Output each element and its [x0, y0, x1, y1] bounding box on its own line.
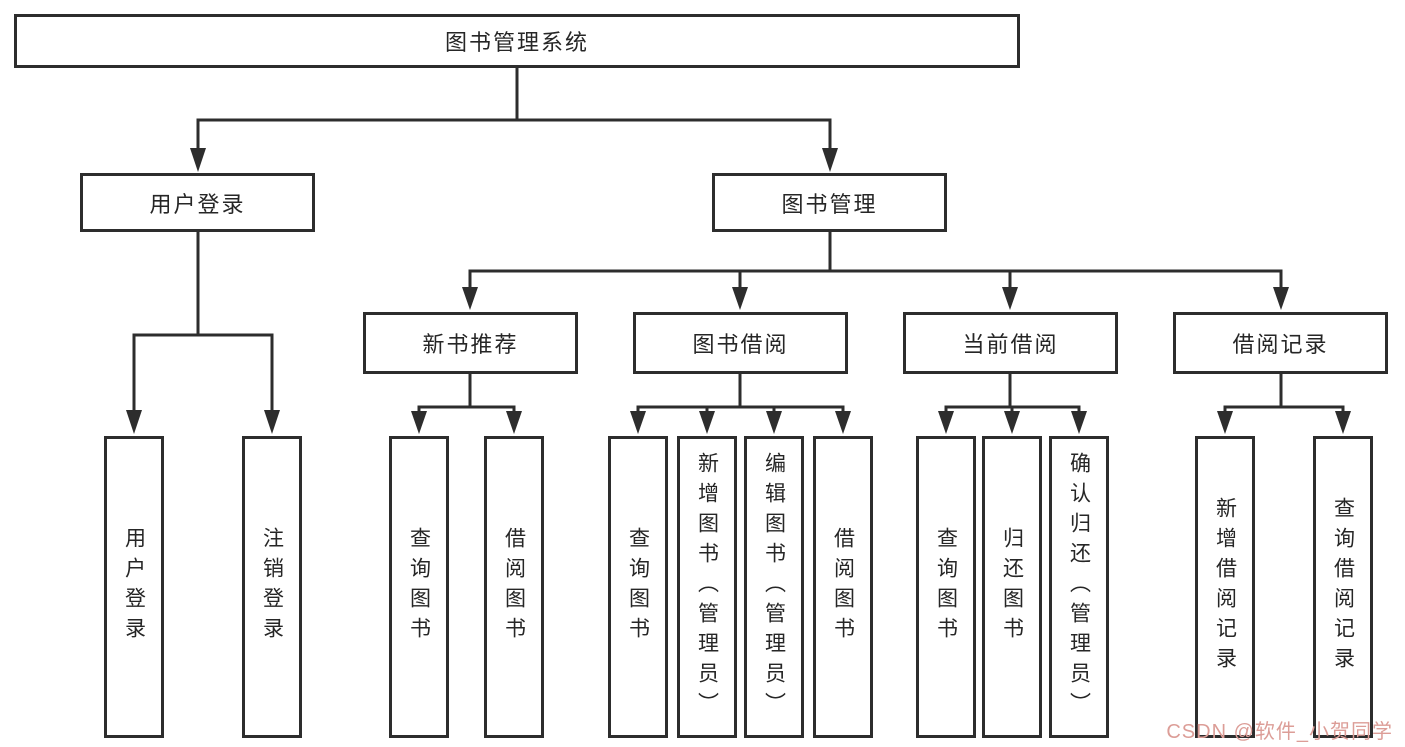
node-leaf-logout: 注销登录 [242, 436, 302, 738]
node-borrow-records-label: 借阅记录 [1232, 332, 1329, 357]
node-leaf-recommend-query-books: 查询图书 [389, 436, 449, 738]
node-leaf-logout-label: 注销登录 [260, 527, 284, 647]
node-leaf-add-borrow-record: 新增借阅记录 [1195, 436, 1255, 738]
node-leaf-borrow-query-books-label: 查询图书 [626, 527, 650, 647]
arrowhead-icon [462, 287, 478, 310]
node-leaf-query-borrow-record: 查询借阅记录 [1313, 436, 1373, 738]
node-leaf-return-books-label: 归还图书 [1000, 527, 1024, 647]
node-book-borrow: 图书借阅 [633, 312, 848, 374]
arrowhead-icon [1273, 287, 1289, 310]
node-leaf-user-login-label: 用户登录 [122, 527, 146, 647]
node-current-borrow: 当前借阅 [903, 312, 1118, 374]
node-leaf-recommend-query-books-label: 查询图书 [407, 527, 431, 647]
node-leaf-add-books-admin-label: 新增图书（管理员） [695, 452, 719, 722]
node-leaf-add-books-admin: 新增图书（管理员） [677, 436, 737, 738]
node-new-book-recommend: 新书推荐 [363, 312, 578, 374]
node-book-management-label: 图书管理 [781, 191, 878, 217]
arrowhead-icon [630, 411, 646, 434]
edge-book-management-to-level3 [468, 230, 1283, 291]
node-leaf-edit-books-admin: 编辑图书（管理员） [744, 436, 804, 738]
arrowhead-icon [699, 411, 715, 434]
arrowhead-icon [822, 148, 838, 172]
arrowhead-icon [1071, 411, 1087, 434]
edge-book-borrow-to-leaves [636, 372, 845, 415]
node-current-borrow-label: 当前借阅 [962, 332, 1059, 357]
arrowhead-icon [766, 411, 782, 434]
edge-new-book-recommend-to-leaves [417, 372, 516, 415]
node-leaf-recommend-borrow-books: 借阅图书 [484, 436, 544, 738]
edge-root-to-level2 [196, 66, 832, 152]
node-new-book-recommend-label: 新书推荐 [422, 332, 519, 357]
edge-current-borrow-to-leaves [944, 372, 1081, 415]
arrowhead-icon [1335, 411, 1351, 434]
node-book-borrow-label: 图书借阅 [692, 332, 789, 357]
watermark-text: CSDN @软件_小贺同学 [1166, 721, 1393, 743]
arrowhead-icon [126, 410, 142, 434]
arrowheads-group [126, 148, 1351, 434]
arrowhead-icon [190, 148, 206, 172]
node-leaf-return-books: 归还图书 [982, 436, 1042, 738]
arrowhead-icon [835, 411, 851, 434]
arrowhead-icon [1004, 411, 1020, 434]
edge-borrow-records-to-leaves [1223, 372, 1345, 415]
node-root-label: 图书管理系统 [444, 30, 589, 55]
node-leaf-borrow-borrow-books-label: 借阅图书 [831, 527, 855, 647]
edge-user-login-to-leaves [132, 230, 274, 414]
node-leaf-confirm-return-admin-label: 确认归还（管理员） [1067, 452, 1091, 722]
node-leaf-query-borrow-record-label: 查询借阅记录 [1331, 497, 1355, 677]
arrowhead-icon [732, 287, 748, 310]
node-leaf-borrow-borrow-books: 借阅图书 [813, 436, 873, 738]
node-leaf-borrow-query-books: 查询图书 [608, 436, 668, 738]
arrowhead-icon [506, 411, 522, 434]
node-user-login-label: 用户登录 [149, 191, 246, 217]
node-leaf-edit-books-admin-label: 编辑图书（管理员） [762, 452, 786, 722]
node-leaf-confirm-return-admin: 确认归还（管理员） [1049, 436, 1109, 738]
node-leaf-current-query-books: 查询图书 [916, 436, 976, 738]
arrowhead-icon [264, 410, 280, 434]
node-leaf-recommend-borrow-books-label: 借阅图书 [502, 527, 526, 647]
node-borrow-records: 借阅记录 [1173, 312, 1388, 374]
arrowhead-icon [411, 411, 427, 434]
node-leaf-current-query-books-label: 查询图书 [934, 527, 958, 647]
node-leaf-add-borrow-record-label: 新增借阅记录 [1213, 497, 1237, 677]
arrowhead-icon [1217, 411, 1233, 434]
node-root-system: 图书管理系统 [14, 14, 1020, 68]
arrowhead-icon [1002, 287, 1018, 310]
arrowhead-icon [938, 411, 954, 434]
node-leaf-user-login: 用户登录 [104, 436, 164, 738]
node-user-login: 用户登录 [80, 173, 315, 232]
node-book-management: 图书管理 [712, 173, 947, 232]
